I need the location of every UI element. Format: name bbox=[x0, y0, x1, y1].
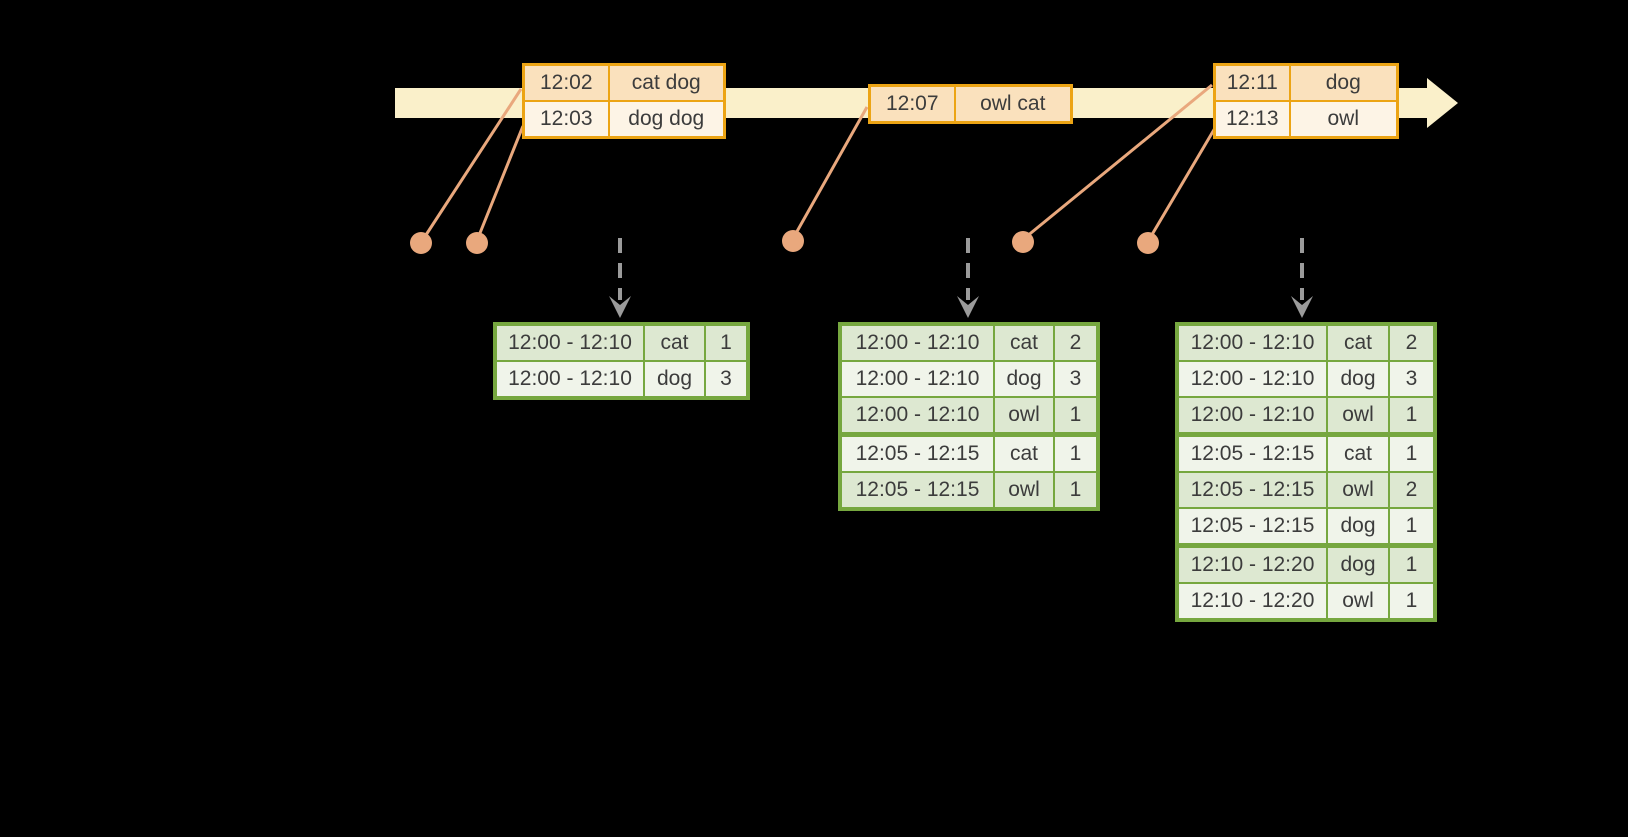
result-row: 12:05 - 12:15 owl 2 bbox=[1176, 471, 1436, 509]
word-cell: dog bbox=[1326, 543, 1390, 584]
word-cell: cat bbox=[993, 323, 1055, 362]
event-words-cell: dog dog bbox=[607, 100, 726, 139]
count-cell: 1 bbox=[704, 323, 749, 362]
result-row: 12:00 - 12:10 cat 2 bbox=[1176, 323, 1436, 362]
count-cell: 1 bbox=[1388, 507, 1436, 547]
window-cell: 12:05 - 12:15 bbox=[1176, 471, 1328, 509]
word-cell: cat bbox=[643, 323, 706, 362]
window-cell: 12:00 - 12:10 bbox=[1176, 323, 1328, 362]
count-cell: 3 bbox=[704, 360, 749, 399]
window-cell: 12:00 - 12:10 bbox=[839, 396, 995, 436]
event-words-cell: owl cat bbox=[953, 84, 1073, 124]
result-row: 12:10 - 12:20 dog 1 bbox=[1176, 543, 1436, 584]
window-cell: 12:00 - 12:10 bbox=[839, 323, 995, 362]
result-row: 12:05 - 12:15 cat 1 bbox=[1176, 432, 1436, 473]
timeline-arrow-head-icon bbox=[1427, 78, 1458, 128]
word-cell: cat bbox=[1326, 432, 1390, 473]
result-row: 12:00 - 12:10 dog 3 bbox=[1176, 360, 1436, 398]
window-cell: 12:05 - 12:15 bbox=[1176, 507, 1328, 547]
result-row: 12:05 - 12:15 dog 1 bbox=[1176, 507, 1436, 547]
word-cell: dog bbox=[993, 360, 1055, 398]
window-cell: 12:00 - 12:10 bbox=[1176, 360, 1328, 398]
event-time-cell: 12:07 bbox=[868, 84, 956, 124]
word-cell: owl bbox=[1326, 396, 1390, 436]
event-time-cell: 12:02 bbox=[522, 63, 610, 102]
result-table-3: 12:00 - 12:10 cat 2 12:00 - 12:10 dog 3 … bbox=[1175, 322, 1437, 622]
event-words-cell: dog bbox=[1288, 63, 1399, 102]
window-cell: 12:05 - 12:15 bbox=[839, 432, 995, 473]
event-table-3: 12:11 dog 12:13 owl bbox=[1213, 63, 1399, 139]
event-table-2: 12:07 owl cat bbox=[868, 84, 1073, 124]
window-cell: 12:05 - 12:15 bbox=[1176, 432, 1328, 473]
count-cell: 2 bbox=[1053, 323, 1099, 362]
word-cell: dog bbox=[1326, 507, 1390, 547]
trigger-dashed-arrows bbox=[609, 238, 1313, 318]
result-row: 12:00 - 12:10 owl 1 bbox=[1176, 396, 1436, 436]
event-time-cell: 12:03 bbox=[522, 100, 610, 139]
word-cell: owl bbox=[1326, 471, 1390, 509]
result-row: 12:10 - 12:20 owl 1 bbox=[1176, 582, 1436, 621]
result-row: 12:00 - 12:10 dog 3 bbox=[494, 360, 749, 399]
count-cell: 1 bbox=[1053, 432, 1099, 473]
result-row: 12:00 - 12:10 owl 1 bbox=[839, 396, 1099, 436]
result-row: 12:05 - 12:15 owl 1 bbox=[839, 471, 1099, 510]
count-cell: 1 bbox=[1388, 432, 1436, 473]
event-table-1: 12:02 cat dog 12:03 dog dog bbox=[522, 63, 726, 139]
count-cell: 1 bbox=[1388, 396, 1436, 436]
result-table-1: 12:00 - 12:10 cat 1 12:00 - 12:10 dog 3 bbox=[493, 322, 750, 400]
result-row: 12:00 - 12:10 cat 1 bbox=[494, 323, 749, 362]
count-cell: 1 bbox=[1388, 582, 1436, 621]
result-row: 12:00 - 12:10 dog 3 bbox=[839, 360, 1099, 398]
result-row: 12:05 - 12:15 cat 1 bbox=[839, 432, 1099, 473]
event-row: 12:03 dog dog bbox=[522, 100, 726, 139]
word-cell: owl bbox=[1326, 582, 1390, 621]
word-cell: dog bbox=[1326, 360, 1390, 398]
count-cell: 1 bbox=[1053, 471, 1099, 510]
event-words-cell: cat dog bbox=[607, 63, 726, 102]
event-connector-lines bbox=[422, 83, 1217, 239]
window-cell: 12:00 - 12:10 bbox=[494, 323, 645, 362]
word-cell: cat bbox=[1326, 323, 1390, 362]
window-cell: 12:10 - 12:20 bbox=[1176, 582, 1328, 621]
window-cell: 12:05 - 12:15 bbox=[839, 471, 995, 510]
event-time-cell: 12:13 bbox=[1213, 100, 1291, 139]
word-cell: cat bbox=[993, 432, 1055, 473]
event-row: 12:11 dog bbox=[1213, 63, 1399, 102]
count-cell: 1 bbox=[1388, 543, 1436, 584]
event-time-cell: 12:11 bbox=[1213, 63, 1291, 102]
window-cell: 12:00 - 12:10 bbox=[1176, 396, 1328, 436]
word-cell: dog bbox=[643, 360, 706, 399]
event-row: 12:13 owl bbox=[1213, 100, 1399, 139]
window-cell: 12:10 - 12:20 bbox=[1176, 543, 1328, 584]
count-cell: 3 bbox=[1053, 360, 1099, 398]
event-row: 12:07 owl cat bbox=[868, 84, 1073, 124]
count-cell: 3 bbox=[1388, 360, 1436, 398]
window-cell: 12:00 - 12:10 bbox=[839, 360, 995, 398]
event-words-cell: owl bbox=[1288, 100, 1399, 139]
count-cell: 2 bbox=[1388, 471, 1436, 509]
result-table-2: 12:00 - 12:10 cat 2 12:00 - 12:10 dog 3 … bbox=[838, 322, 1100, 511]
count-cell: 2 bbox=[1388, 323, 1436, 362]
word-cell: owl bbox=[993, 396, 1055, 436]
window-cell: 12:00 - 12:10 bbox=[494, 360, 645, 399]
result-row: 12:00 - 12:10 cat 2 bbox=[839, 323, 1099, 362]
word-cell: owl bbox=[993, 471, 1055, 510]
count-cell: 1 bbox=[1053, 396, 1099, 436]
event-row: 12:02 cat dog bbox=[522, 63, 726, 102]
event-time-dots bbox=[410, 230, 1159, 254]
